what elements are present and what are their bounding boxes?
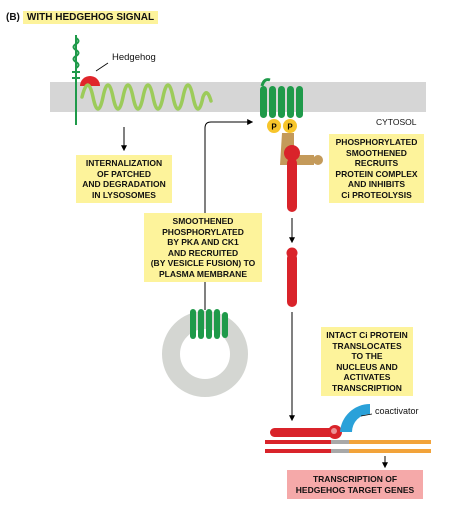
ci-protein-free (286, 247, 298, 307)
phosphate-1-label: P (271, 123, 277, 132)
intact-ci-line: TO THE (351, 351, 383, 361)
smoothened-line: PHOSPHORYLATED (162, 226, 244, 237)
transcription-line: TRANSCRIPTION OF (312, 474, 398, 484)
intact-ci-line: TRANSLOCATES (332, 340, 402, 351)
internalization-line: INTERNALIZATION (85, 158, 163, 168)
hedgehog-ligand (80, 76, 100, 86)
patched-protein (80, 83, 213, 111)
smoothened-line: AND RECRUITED (167, 247, 239, 258)
smoothened-box: SMOOTHENED PHOSPHORYLATED BY PKA AND CK1… (144, 213, 262, 282)
phosphorylated-line: SMOOTHENED (346, 147, 407, 158)
phosphorylated-line: AND INHIBITS (347, 179, 406, 189)
transcription-line: HEDGEHOG TARGET GENES (295, 484, 415, 495)
phosphate-2: P (283, 119, 297, 133)
intact-ci-line: NUCLEUS AND (336, 361, 398, 372)
ci-protein-bound (284, 145, 300, 212)
panel-title: WITH HEDGEHOG SIGNAL (22, 11, 159, 24)
phosphorylated-line: PHOSPHORYLATED (335, 137, 418, 147)
internalization-box: INTERNALIZATION OF PATCHED AND DEGRADATI… (76, 155, 172, 203)
smoothened-line: (BY VESICLE FUSION) TO (150, 258, 256, 268)
cytosol-label: CYTOSOL (376, 117, 417, 127)
internalization-line: AND DEGRADATION (82, 179, 166, 189)
phosphorylated-line: RECRUITS (354, 158, 399, 168)
smoothened-line: BY PKA AND CK1 (167, 237, 239, 247)
recruitment-arrow (204, 119, 254, 310)
smoothened-line: SMOOTHENED (172, 216, 234, 226)
panel-header: (B)WITH HEDGEHOG SIGNAL (6, 11, 159, 24)
intact-ci-line: ACTIVATES (343, 372, 391, 382)
coactivator (340, 403, 370, 432)
phosphate-2-label: P (287, 123, 293, 132)
panel-letter: (B) (6, 12, 20, 23)
smoothened-membrane (260, 78, 303, 118)
phosphate-1: P (267, 119, 281, 133)
phosphorylated-line: PROTEIN COMPLEX (335, 168, 418, 179)
internalization-line: IN LYSOSOMES (92, 189, 156, 200)
hedgehog-pointer (95, 62, 109, 72)
phosphorylated-box: PHOSPHORYLATED SMOOTHENED RECRUITS PROTE… (329, 134, 424, 203)
hedgehog-receptor-strand (72, 35, 80, 125)
intact-ci-line: TRANSCRIPTION (332, 382, 402, 393)
vesicle (162, 311, 248, 397)
ci-protein-nucleus (270, 425, 342, 439)
smoothened-vesicle (190, 309, 228, 339)
coactivator-label: coactivator (375, 406, 419, 416)
transcription-box: TRANSCRIPTION OF HEDGEHOG TARGET GENES (287, 470, 423, 499)
coactivator-pointer (360, 413, 373, 417)
smoothened-line: PLASMA MEMBRANE (159, 268, 247, 279)
protein-complex-knob (313, 155, 323, 165)
intact-ci-line: INTACT Ci PROTEIN (326, 330, 408, 340)
internalization-line: OF PATCHED (97, 168, 151, 179)
phosphorylated-line: Ci PROTEOLYSIS (341, 189, 412, 200)
intact-ci-box: INTACT Ci PROTEIN TRANSLOCATES TO THE NU… (321, 327, 413, 396)
dna (265, 440, 431, 453)
hedgehog-label: Hedgehog (112, 52, 156, 63)
